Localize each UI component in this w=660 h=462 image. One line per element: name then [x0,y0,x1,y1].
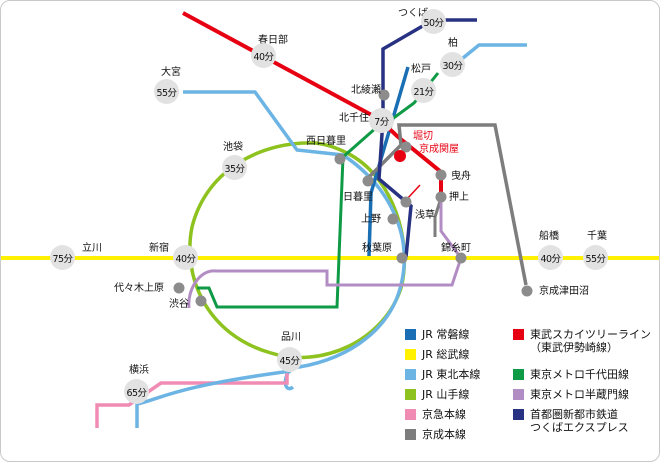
line-tobu-branch [406,184,421,200]
time-bubble-matsudo: 21分 [411,78,436,103]
time-bubble-funabashi: 40分 [538,245,563,270]
label-matsudo: 松戸 [411,64,431,75]
time-bubble-chiba: 55分 [583,245,608,270]
line-keisei [365,123,528,286]
legend-item-yamanote: JR 山手線 [405,388,469,403]
station-dot-yoyogiuehara [173,282,185,294]
station-dot-horikiri [394,150,406,162]
label-asakusa: 浅草 [415,210,435,221]
legend-swatch-yamanote [405,389,416,400]
label-shinjuku: 新宿 [149,243,169,254]
line-jr-joban [367,66,410,257]
legend-tx-line2: つくばエクスプレス [530,420,629,434]
legend-swatch-tohoku [405,369,416,380]
time-bubble-kashiwa: 30分 [440,52,465,77]
station-dot-kitaayase [378,89,390,101]
label-kinshicho: 錦糸町 [441,243,471,254]
label-keisei-sekiya: 京成関屋 [419,144,459,155]
station-dot-ueno [387,213,399,225]
line-hanzomon [187,198,463,309]
label-kitasenju: 北千住 [339,113,369,124]
time-bubble-shinjuku: 40分 [173,245,198,270]
time-bubble-kasukabe: 40分 [251,43,276,68]
label-ueno: 上野 [361,214,381,225]
legend-item-joban: JR 常磐線 [405,328,469,343]
station-dot-kinshicho [455,252,467,264]
label-shibuya: 渋谷 [169,299,189,310]
label-kasukabe: 春日部 [258,35,288,46]
legend-swatch-tx [513,409,524,420]
station-dot-nishinippori [334,153,346,165]
label-hikifune: 曳舟 [451,171,471,182]
legend-swatch-keisei [405,429,416,440]
label-keisei-tsudanuma: 京成津田沼 [539,286,589,297]
legend-item-chiyoda: 東京メトロ千代田線 [513,368,629,383]
label-yokohama: 横浜 [129,365,149,376]
station-dot-oshiage [435,191,447,203]
legend-tx-line1: 首都圏新都市鉄道 [530,408,618,421]
time-bubble-shinagawa: 45分 [277,347,302,372]
legend-swatch-tobu [513,329,524,340]
label-omiya: 大宮 [161,67,181,78]
label-akihabara: 秋葉原 [362,243,392,254]
label-horikiri: 堀切 [413,131,433,142]
legend-swatch-sobu [405,349,416,360]
label-tsukuba: つくば [398,8,428,19]
legend-item-keikyu: 京急本線 [405,408,466,423]
legend-swatch-hanzomon [513,389,524,400]
station-dot-keisei-tsudanuma [521,285,533,297]
legend-item-tohoku: JR 東北本線 [405,368,480,383]
legend-item-keisei: 京成本線 [405,428,466,443]
time-bubble-yokohama: 65分 [124,379,149,404]
station-dot-shibuya [195,295,207,307]
legend-tobu-line1: 東武スカイツリーライン [530,328,651,341]
station-dot-asakusa [400,196,412,208]
station-dot-hikifune [435,169,447,181]
time-bubble-omiya: 55分 [154,79,179,104]
time-bubble-tachikawa: 75分 [50,245,75,270]
legend-tobu-line2: （東武伊勢崎線） [530,340,618,354]
legend-swatch-joban [405,329,416,340]
label-oshiage: 押上 [449,192,469,203]
label-kashiwa: 柏 [448,38,458,49]
station-dot-nippori [362,175,374,187]
label-chiba: 千葉 [587,231,607,242]
label-tachikawa: 立川 [82,243,102,254]
label-ikebukuro: 池袋 [223,142,243,153]
label-nishinippori: 西日暮里 [306,136,346,147]
line-jr-yamanote [188,141,407,360]
legend-item-tx: 首都圏新都市鉄道つくばエクスプレス [513,408,629,434]
time-bubble-tsukuba: 50分 [421,9,446,34]
legend-item-sobu: JR 総武線 [405,348,469,363]
label-shinagawa: 品川 [281,332,301,343]
legend-swatch-keikyu [405,409,416,420]
label-nippori: 日暮里 [343,192,373,203]
legend-swatch-chiyoda [513,369,524,380]
legend-item-hanzomon: 東京メトロ半蔵門線 [513,388,629,403]
time-bubble-ikebukuro: 35分 [222,155,247,180]
line-keikyu-branch [135,369,292,428]
label-funabashi: 船橋 [539,231,559,242]
label-yoyogiuehara: 代々木上原 [114,283,164,294]
line-tobu-skytree [182,11,443,198]
legend-item-tobu: 東武スカイツリーライン（東武伊勢崎線） [513,328,651,354]
station-dot-akihabara [396,252,408,264]
station-dot-keisei-sekiya [400,141,412,153]
time-bubble-kitasenju: 7分 [369,108,394,133]
line-keisei-oshiage [433,197,443,237]
label-kitaayase: 北綾瀬 [351,85,381,96]
